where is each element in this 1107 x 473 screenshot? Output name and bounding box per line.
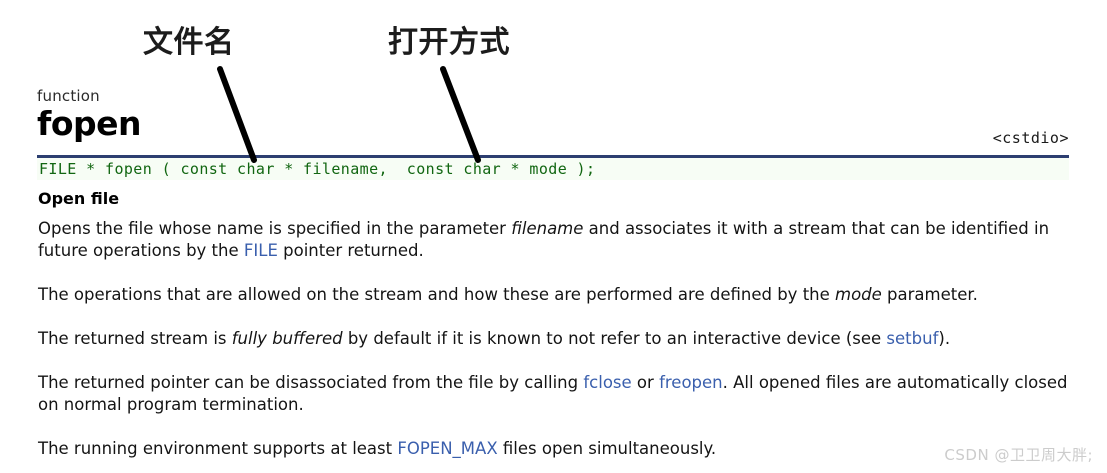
p1-text-c: pointer returned.: [277, 241, 424, 260]
paragraph-4: The returned pointer can be disassociate…: [38, 372, 1082, 416]
p3-text-b: by default if it is known to not refer t…: [342, 329, 887, 348]
function-prototype-band: FILE * fopen ( const char * filename, co…: [37, 155, 1069, 180]
p2-text-a: The operations that are allowed on the s…: [38, 285, 836, 304]
paragraph-1: Opens the file whose name is specified i…: [38, 218, 1082, 262]
fully-buffered-emphasis: fully buffered: [231, 329, 343, 348]
p3-text-a: The returned stream is: [38, 329, 232, 348]
paragraph-2: The operations that are allowed on the s…: [38, 284, 1082, 306]
p1-text-b: and associates it with a stream that can…: [38, 219, 1050, 260]
p4-text-a: The returned pointer can be disassociate…: [38, 373, 584, 392]
param-filename-emphasis: filename: [511, 219, 584, 238]
csdn-watermark: CSDN @卫卫周大胖;: [944, 446, 1093, 464]
p1-text-a: Opens the file whose name is specified i…: [38, 219, 512, 238]
paragraph-5: The running environment supports at leas…: [38, 438, 1082, 460]
p5-text-b: files open simultaneously.: [497, 439, 717, 458]
header-include-label: <cstdio>: [992, 129, 1069, 147]
link-freopen[interactable]: freopen: [659, 373, 723, 392]
param-mode-emphasis: mode: [835, 285, 882, 304]
link-fclose[interactable]: fclose: [583, 373, 632, 392]
reference-header: function fopen <cstdio>: [37, 88, 1069, 150]
p4-text-b: or: [631, 373, 660, 392]
function-signature: FILE * fopen ( const char * filename, co…: [39, 160, 596, 178]
description-body: Opens the file whose name is specified i…: [38, 218, 1082, 460]
p5-text-a: The running environment supports at leas…: [38, 439, 398, 458]
section-heading-open-file: Open file: [38, 189, 120, 208]
entry-kind-label: function: [37, 87, 100, 105]
p4-text-c: . All opened files are automatically clo…: [38, 373, 1068, 414]
paragraph-3: The returned stream is fully buffered by…: [38, 328, 1082, 350]
link-fopen-max[interactable]: FOPEN_MAX: [397, 439, 498, 458]
page-title: fopen: [37, 104, 142, 143]
p3-text-c: ).: [938, 329, 951, 348]
link-file[interactable]: FILE: [243, 241, 278, 260]
link-setbuf[interactable]: setbuf: [886, 329, 939, 348]
p2-text-b: parameter.: [881, 285, 978, 304]
